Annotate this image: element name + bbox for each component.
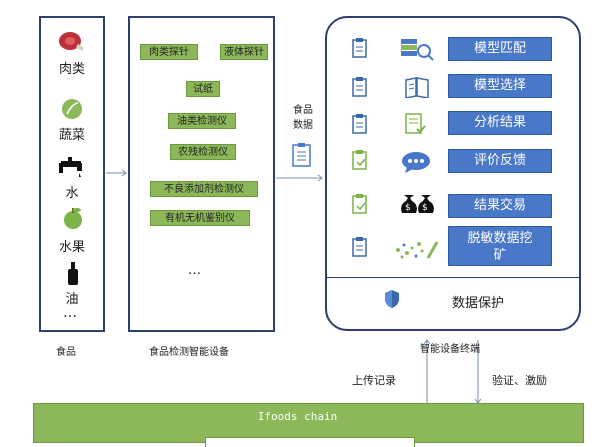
upload-record-label: 上传记录: [352, 374, 396, 387]
device-meat-probe: 肉类探针: [140, 44, 198, 60]
device-pesticide-detector: 农残检测仪: [170, 144, 236, 160]
analysis-icon: [405, 113, 426, 134]
device-organic-identifier: 有机无机鉴别仪: [150, 210, 250, 226]
model-match-icon: [401, 39, 434, 61]
feedback-icon: [402, 152, 430, 173]
feedback-button[interactable]: 评价反馈: [448, 149, 552, 173]
faucet-icon: [59, 157, 82, 177]
model-select-button[interactable]: 模型选择: [448, 74, 552, 98]
food-label-fruit: 水果: [58, 240, 85, 255]
clipboard-icon: [352, 114, 367, 134]
terminal-divider: [326, 277, 580, 278]
devices-ellipsis: …: [188, 263, 201, 278]
ifoods-chain-label: Ifoods chain: [257, 410, 338, 423]
terminal-panel: [325, 16, 581, 331]
result-trade-button[interactable]: 结果交易: [448, 194, 552, 218]
clipboard-icon: [352, 38, 367, 58]
data-mining-icon: [396, 241, 439, 259]
device-oil-detector: 油类检测仪: [168, 113, 236, 129]
devices-panel: 肉类探针 液体探针 试纸 油类检测仪 农残检测仪 不良添加剂检测仪 有机无机鉴别…: [128, 16, 275, 332]
data-mining-button[interactable]: 脱敏数据挖矿: [448, 226, 552, 266]
meat-icon: [59, 32, 85, 51]
leaf-icon: [62, 99, 82, 119]
food-label-oil: 油: [65, 292, 79, 307]
shield-icon: [385, 290, 399, 308]
food-panel: 肉类 蔬菜 水 水果 油 …: [39, 16, 105, 332]
model-select-icon: [405, 77, 429, 98]
model-match-button[interactable]: 模型匹配: [448, 37, 552, 61]
clipboard-check-icon: [352, 194, 367, 214]
food-data-label: 食品 数据: [293, 105, 313, 131]
device-additive-detector: 不良添加剂检测仪: [150, 181, 258, 197]
svg-text:$: $: [422, 203, 428, 213]
apple-icon: [64, 208, 82, 229]
device-liquid-probe: 液体探针: [220, 44, 268, 60]
svg-text:$: $: [405, 203, 411, 213]
food-ellipsis: …: [63, 305, 77, 321]
bottle-icon: [68, 262, 78, 285]
food-label-vegetable: 蔬菜: [58, 128, 85, 143]
device-test-paper: 试纸: [186, 81, 220, 97]
devices-caption: 食品检测智能设备: [149, 347, 229, 358]
verify-incentive-label: 验证、激励: [492, 374, 547, 387]
clipboard-icon: [352, 77, 367, 97]
data-doc-icon: [292, 143, 311, 167]
analysis-result-button[interactable]: 分析结果: [448, 111, 552, 135]
food-label-water: 水: [65, 186, 79, 201]
terminal-caption: 智能设备终端: [420, 344, 480, 355]
data-protection-label: 数据保护: [452, 296, 505, 311]
food-label-meat: 肉类: [58, 62, 85, 77]
clipboard-check-icon: [352, 150, 367, 170]
clipboard-icon: [352, 237, 367, 257]
chain-subpanel: [205, 437, 415, 447]
money-bags-icon: $ $: [401, 195, 434, 213]
food-caption: 食品: [56, 347, 76, 358]
